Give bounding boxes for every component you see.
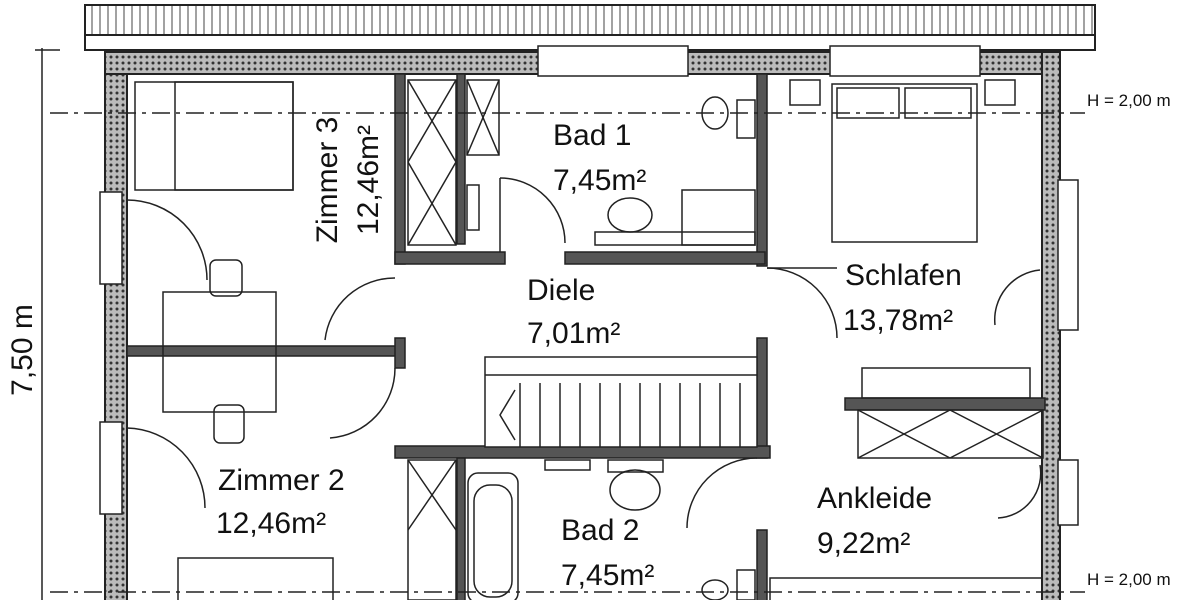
room-name: Ankleide <box>817 482 932 515</box>
room-area: 7,45m² <box>553 164 646 197</box>
doors <box>126 177 1042 529</box>
room-zimmer-2: Zimmer 2 12,46m² <box>216 464 345 540</box>
room-bad-1: Bad 1 7,45m² <box>553 119 646 197</box>
room-name: Diele <box>527 274 595 307</box>
room-schlafen: Schlafen 13,78m² <box>843 259 962 337</box>
ceiling-height-bottom: H = 2,00 m <box>1087 570 1171 589</box>
room-diele: Diele 7,01m² <box>527 274 620 350</box>
room-area: 12,46m² <box>216 507 326 540</box>
room-bad-2: Bad 2 7,45m² <box>561 514 654 592</box>
wardrobes <box>407 79 1044 600</box>
ceiling-height-top: H = 2,00 m <box>1087 91 1171 110</box>
room-ankleide: Ankleide 9,22m² <box>817 482 932 560</box>
ceiling-height-lines: H = 2,00 m H = 2,00 m <box>50 91 1171 593</box>
roof-edge <box>84 4 1096 51</box>
room-area: 9,22m² <box>817 527 910 560</box>
room-area: 7,01m² <box>527 317 620 350</box>
room-name: Bad 1 <box>553 119 631 152</box>
room-name: Schlafen <box>845 259 962 292</box>
staircase <box>484 356 758 448</box>
height-dimension-label: 7,50 m <box>6 304 39 396</box>
furniture <box>134 79 1043 600</box>
room-area: 7,45m² <box>561 559 654 592</box>
room-area: 12,46m² <box>352 125 385 235</box>
windows <box>99 45 1079 526</box>
height-dimension: 7,50 m <box>6 48 60 600</box>
room-area: 13,78m² <box>843 304 953 337</box>
room-name: Zimmer 2 <box>218 464 345 497</box>
room-name: Bad 2 <box>561 514 639 547</box>
room-zimmer-3: Zimmer 3 12,46m² <box>311 117 385 244</box>
room-name: Zimmer 3 <box>311 117 344 244</box>
